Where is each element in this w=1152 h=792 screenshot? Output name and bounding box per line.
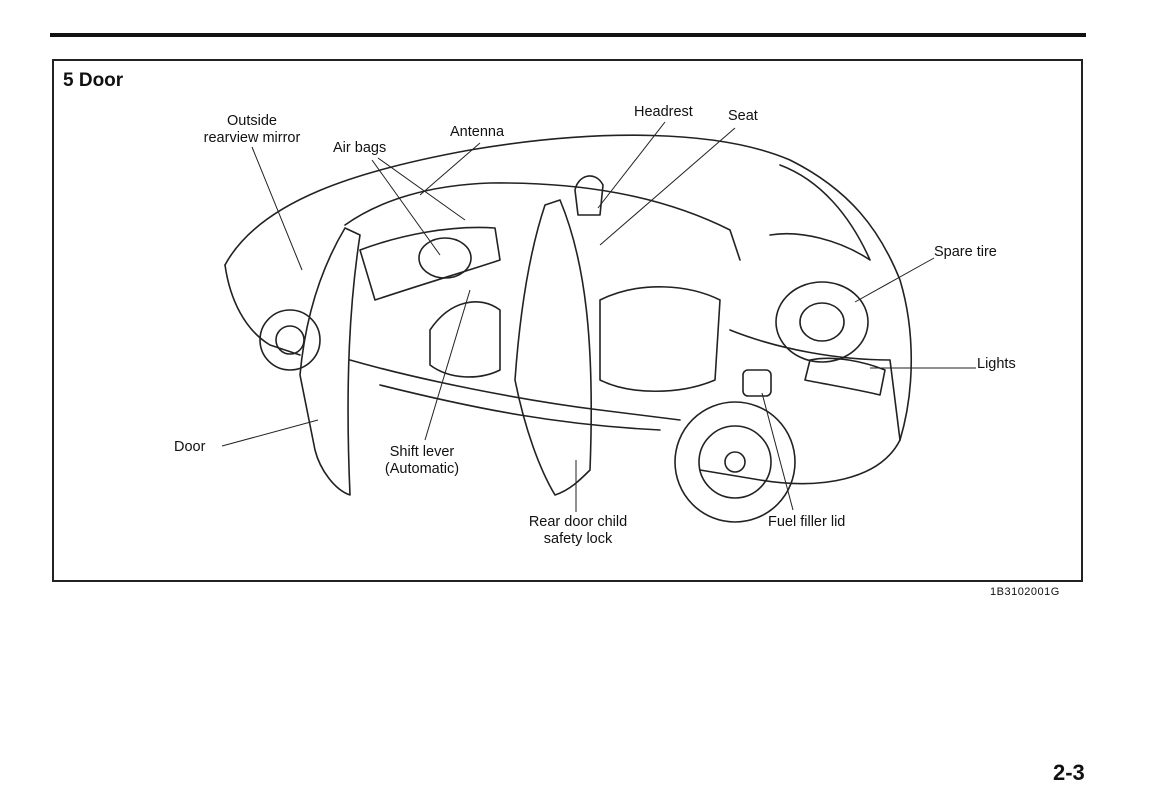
rear-wheel-rim xyxy=(698,425,772,499)
leader-airbag-2 xyxy=(377,157,466,221)
label-lights: Lights xyxy=(977,356,1016,372)
label-door: Door xyxy=(174,439,206,455)
leader-headrest xyxy=(597,121,666,209)
label-shift-lever-line2: (Automatic) xyxy=(384,461,460,477)
fuel-lid-shape xyxy=(742,369,772,397)
car-rear-window xyxy=(769,164,871,261)
top-rule xyxy=(50,33,1086,37)
leader-spare-tire xyxy=(854,257,935,303)
steering-wheel xyxy=(418,237,472,279)
tail-light-shape xyxy=(804,357,886,396)
rear-wheel-hub xyxy=(724,451,746,473)
label-child-lock-line2: safety lock xyxy=(543,531,613,547)
label-antenna: Antenna xyxy=(450,124,505,140)
label-spare-tire: Spare tire xyxy=(934,244,997,260)
leader-mirror xyxy=(251,146,303,271)
label-seat: Seat xyxy=(728,108,758,124)
rear-door-panel xyxy=(514,199,593,496)
page-number: 2-3 xyxy=(1053,760,1085,785)
leader-shift-lever xyxy=(424,289,471,441)
label-airbags: Air bags xyxy=(333,140,387,156)
rear-seat xyxy=(599,286,721,393)
headrest-shape xyxy=(574,175,604,216)
label-shift-lever: Shift lever (Automatic) xyxy=(372,444,472,478)
label-fuel-lid: Fuel filler lid xyxy=(768,514,846,530)
label-headrest: Headrest xyxy=(634,104,693,120)
car-rear-panel xyxy=(729,329,901,441)
front-seat xyxy=(429,301,501,378)
label-shift-lever-line1: Shift lever xyxy=(389,444,455,460)
spare-tire-rim xyxy=(799,302,845,342)
leader-fuel-lid xyxy=(761,392,794,511)
section-title: 5 Door xyxy=(63,70,124,91)
car-sill xyxy=(349,359,681,421)
label-child-lock-line1: Rear door child xyxy=(528,514,628,530)
car-hood xyxy=(224,264,301,356)
rear-wheel-outer xyxy=(674,401,796,523)
label-mirror-line2: rearview mirror xyxy=(203,130,301,146)
leader-lines xyxy=(221,121,976,512)
car-floor xyxy=(379,384,661,431)
front-door-panel xyxy=(299,227,361,496)
label-mirror-line1: Outside xyxy=(227,113,277,129)
front-wheel-outer xyxy=(259,309,321,371)
label-child-lock: Rear door child safety lock xyxy=(516,514,640,548)
leader-seat xyxy=(599,127,736,246)
car-dashboard xyxy=(359,226,501,301)
figure-code: 1B3102001G xyxy=(990,586,1060,598)
leader-door xyxy=(221,419,319,447)
leader-antenna xyxy=(419,142,481,196)
spare-tire-outer xyxy=(775,281,869,363)
figure-frame xyxy=(52,59,1083,582)
car-a-pillar xyxy=(344,182,741,261)
front-wheel-hub xyxy=(275,325,305,355)
leader-airbag-1 xyxy=(371,159,441,256)
car-roof-outline xyxy=(224,134,912,485)
label-mirror: Outside rearview mirror xyxy=(192,113,312,147)
